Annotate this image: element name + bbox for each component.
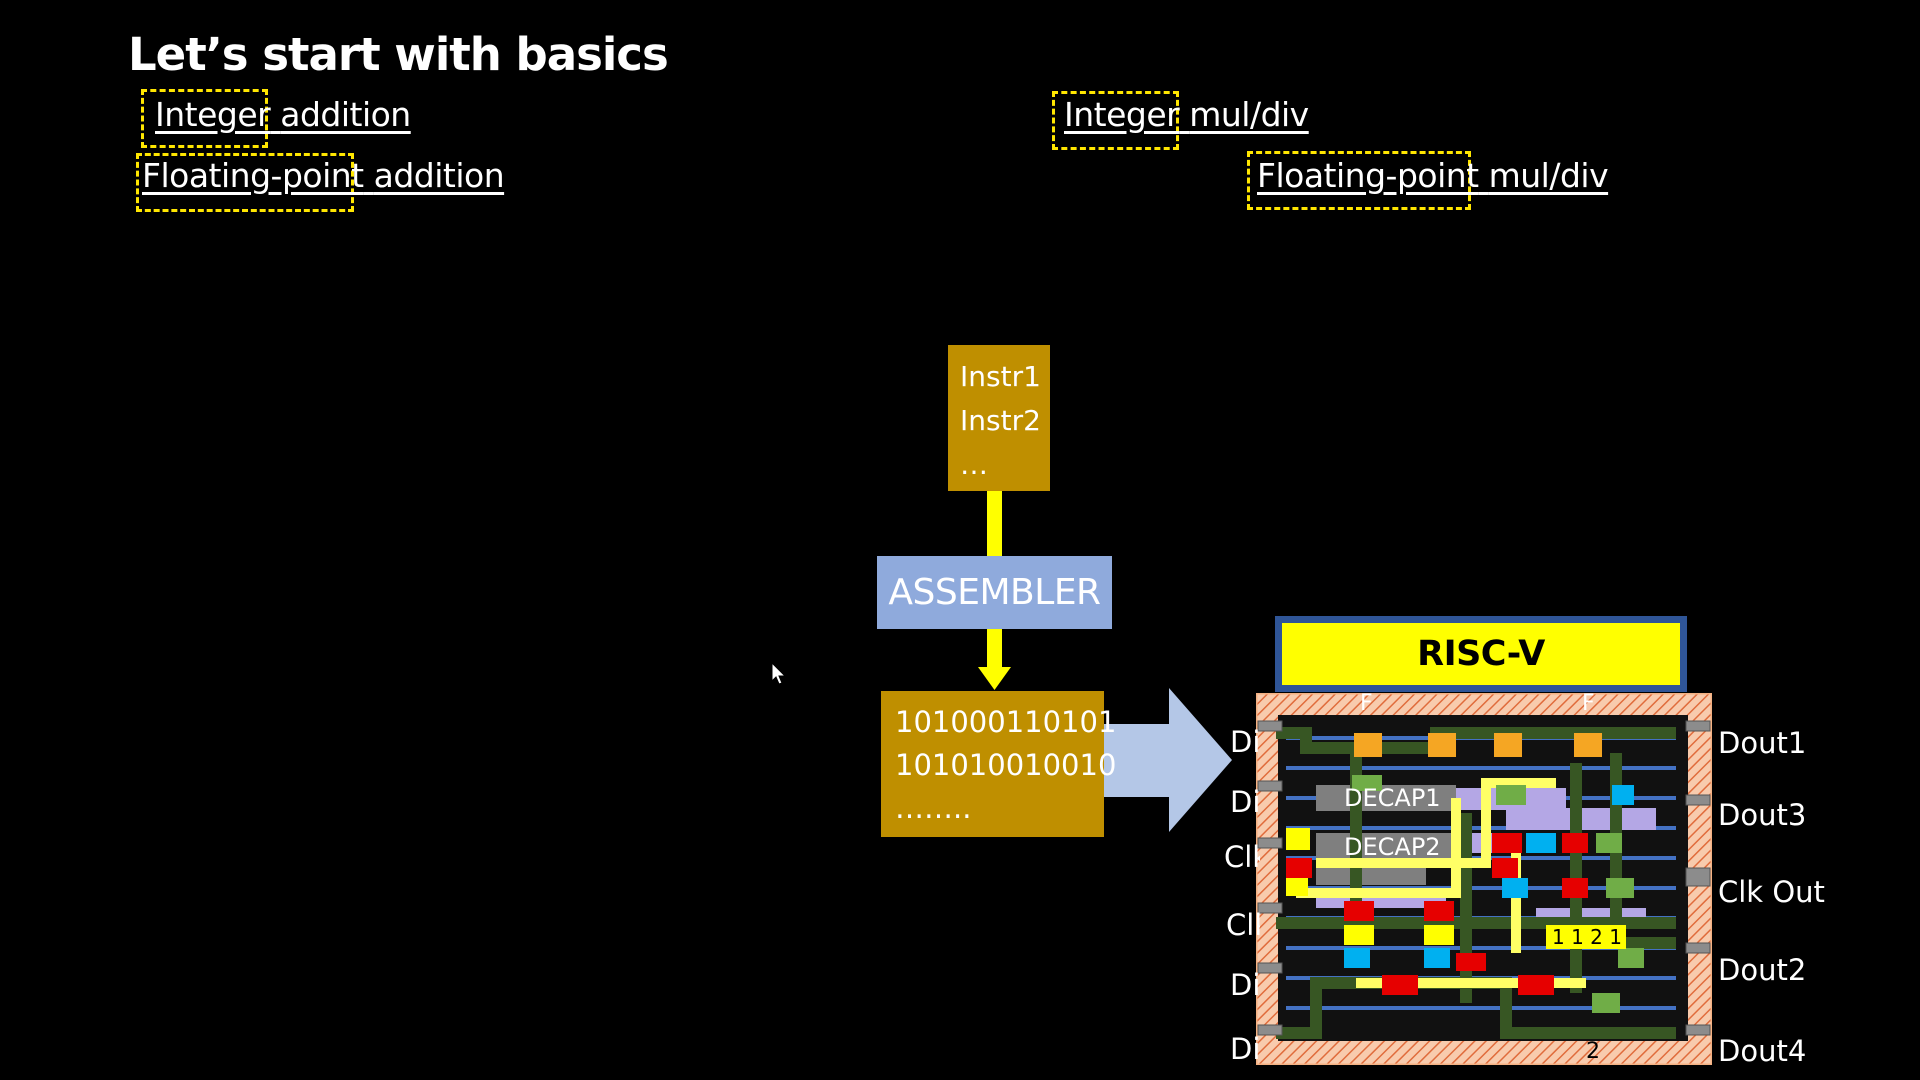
- chip-label-bottom-2: 2: [1586, 1039, 1600, 1064]
- mouse-pointer-icon: [771, 662, 787, 685]
- risc-v-label: RISC-V implementation: [1275, 616, 1687, 736]
- topic-integer-word-2: Integer: [1064, 95, 1180, 134]
- chip-label-top-f2: F: [1582, 693, 1595, 716]
- pin-din3: Din3: [1230, 785, 1260, 819]
- highlight-box-floating-addition: [136, 153, 354, 212]
- instruction-box: Instr1 Instr2 …: [948, 345, 1050, 491]
- assembler-box: ASSEMBLER: [877, 556, 1112, 629]
- highlight-box-floating-muldiv: [1247, 151, 1471, 210]
- chip-label-top-f1: F: [1360, 693, 1373, 716]
- topic-floating-word-2: Floating-point: [1257, 156, 1479, 195]
- red-cells: [1286, 833, 1588, 995]
- pin-clk-2: Clk: [1226, 908, 1260, 942]
- chip-label-decap1: DECAP1: [1344, 784, 1441, 812]
- decap-cells: [1316, 785, 1456, 885]
- highlight-box-integer-addition: [141, 89, 268, 148]
- green-cells: [1352, 775, 1644, 1013]
- chip-layout: DECAP1 DECAP2 F F 2 1 1 2 1: [1256, 693, 1712, 1065]
- arrow-assembler-to-binary-head: [978, 667, 1011, 690]
- pin-clk-1: Clk: [1224, 840, 1260, 874]
- arrow-assembler-to-binary-shaft: [987, 629, 1002, 667]
- cyan-cells: [1344, 785, 1634, 968]
- binary-line-3: ……..: [895, 791, 972, 825]
- pin-din1: Din1: [1230, 725, 1260, 759]
- yellow-cells: [1286, 828, 1626, 949]
- pin-dout4: Dout4: [1718, 1034, 1807, 1068]
- instruction-line-2: Instr2: [960, 404, 1041, 437]
- topic-addition-word-2: addition: [373, 156, 505, 195]
- pin-din2: Din2: [1230, 968, 1260, 1002]
- pin-dout2: Dout2: [1718, 953, 1807, 987]
- pin-clk-out: Clk Out: [1718, 875, 1825, 909]
- highlight-box-integer-muldiv: [1052, 91, 1179, 150]
- binary-output-box: 101000110101 101010010010 ……..: [881, 691, 1117, 837]
- topic-floating-muldiv: Floating-point mul/div: [1257, 156, 1609, 195]
- topic-muldiv-word-2: mul/div: [1488, 156, 1609, 195]
- chip-label-row-112: 1 1 2 1: [1552, 925, 1622, 949]
- topic-integer-addition: Integer addition: [155, 95, 411, 134]
- binary-line-1: 101000110101: [895, 705, 1117, 739]
- orange-cells: [1354, 733, 1602, 757]
- chip-label-decap2: DECAP2: [1344, 833, 1441, 861]
- topic-floating-word: Floating-point: [142, 156, 364, 195]
- instruction-line-1: Instr1: [960, 360, 1041, 393]
- risc-v-label-text: RISC-V implementation: [1282, 623, 1680, 736]
- big-arrow-to-chip: [1104, 688, 1232, 832]
- io-pads: [1257, 720, 1711, 1036]
- topic-addition-word: addition: [280, 95, 411, 134]
- topic-integer-muldiv: Integer mul/div: [1064, 95, 1309, 134]
- topic-muldiv-word: mul/div: [1189, 95, 1309, 134]
- topic-integer-word: Integer: [155, 95, 271, 134]
- topic-floating-addition: Floating-point addition: [142, 156, 505, 195]
- pin-dout3: Dout3: [1718, 798, 1807, 832]
- instruction-line-3: …: [960, 448, 988, 481]
- pin-dout1: Dout1: [1718, 726, 1807, 760]
- page-title: Let’s start with basics: [128, 28, 669, 81]
- pin-din4: Din4: [1230, 1032, 1260, 1066]
- binary-line-2: 101010010010: [895, 748, 1117, 782]
- arrow-instr-to-assembler: [987, 491, 1002, 556]
